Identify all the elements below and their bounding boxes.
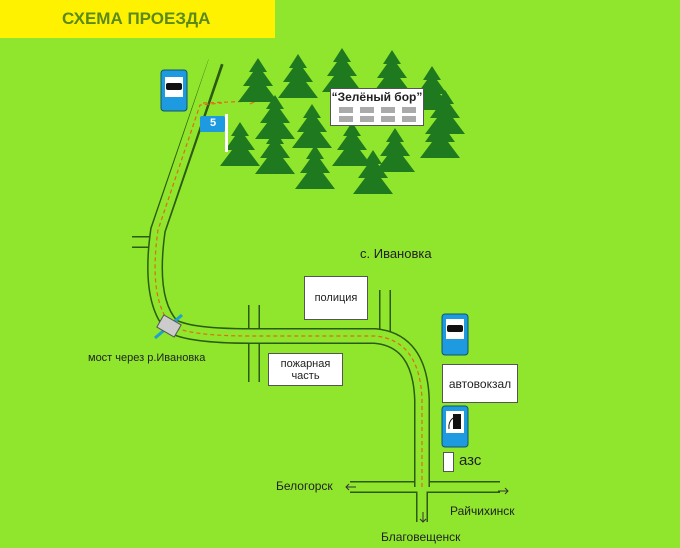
tree-icon [292, 104, 332, 148]
gas-station-building [443, 452, 454, 472]
tree-icon [220, 122, 260, 166]
title-bar: СХЕМА ПРОЕЗДА [0, 0, 275, 38]
village-label: с. Ивановка [360, 246, 432, 261]
gas-station-sign [441, 405, 469, 448]
police-label: полиция [314, 292, 358, 304]
forest [220, 48, 465, 194]
tree-icon [255, 130, 295, 174]
route-number: 5 [209, 117, 217, 129]
bridge [154, 313, 183, 340]
tree-icon [420, 114, 460, 158]
bus-stop-icon [166, 83, 182, 90]
bus-station-label: автовокзал [448, 376, 512, 391]
bus-stop-sign-top [160, 69, 188, 112]
route-sign [200, 114, 228, 152]
police-building: полиция [304, 276, 368, 320]
direction-blagoveshchensk: Благовещенск [381, 530, 461, 544]
direction-belogorsk: Белогорск [276, 479, 333, 493]
bus-stop-icon [447, 325, 463, 332]
forest-base-label: “Зелёный бор” [331, 90, 423, 104]
page-title: СХЕМА ПРОЕЗДА [62, 9, 211, 28]
tree-icon [238, 58, 278, 102]
arrows [345, 483, 509, 523]
tree-icon [255, 95, 295, 139]
tree-icon [332, 122, 372, 166]
tree-icon [322, 48, 362, 92]
tree-icon [425, 90, 465, 134]
main-road [147, 55, 430, 487]
fire-station-building: пожарная часть [268, 353, 343, 386]
tree-icon [372, 50, 412, 94]
fuel-icon [453, 414, 461, 429]
gas-station-label: азс [459, 452, 482, 469]
tree-icon [353, 150, 393, 194]
tree-icon [278, 54, 318, 98]
bridge-label: мост через р.Ивановка [88, 352, 206, 364]
bus-station-building: автовокзал [442, 364, 518, 403]
direction-raichikhinsk: Райчихинск [450, 504, 515, 518]
forest-base: “Зелёный бор” [330, 88, 424, 126]
tree-icon [375, 128, 415, 172]
bus-stop-sign [441, 313, 469, 356]
fire-station-label: пожарная часть [280, 357, 331, 382]
tree-icon [295, 145, 335, 189]
